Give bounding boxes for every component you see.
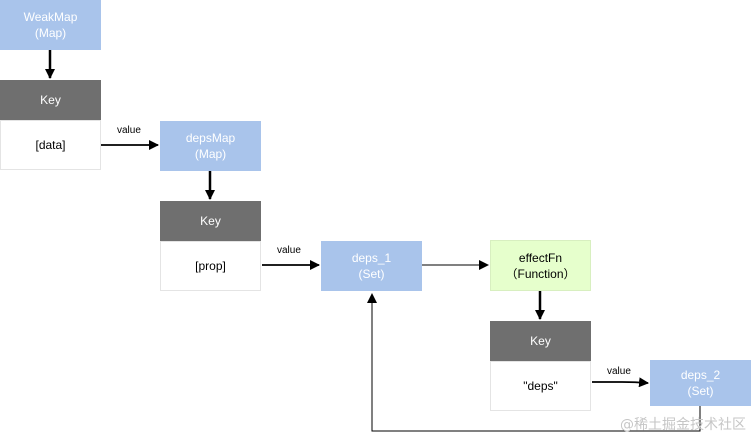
depsmap-prop-cell[interactable]: [prop] <box>160 241 261 291</box>
edge-deps2-deps1 <box>367 293 701 432</box>
depsmap-title: depsMap <box>185 131 236 145</box>
edge-label-value-2: value <box>277 245 301 256</box>
depsmap-subtitle: (Map) <box>194 147 227 161</box>
weakmap-node[interactable]: WeakMap (Map) <box>0 0 101 50</box>
depsmap-node[interactable]: depsMap (Map) <box>160 121 261 171</box>
edge-label-value-1: value <box>117 125 141 136</box>
deps2-node[interactable]: deps_2 (Set) <box>650 360 751 406</box>
weakmap-subtitle: (Map) <box>34 26 67 40</box>
weakmap-key-label: Key <box>40 93 61 107</box>
deps-cell-label: "deps" <box>523 379 558 393</box>
weakmap-key-data-cell[interactable]: [data] <box>0 120 101 170</box>
depsmap-key-label: Key <box>200 214 221 228</box>
deps1-title: deps_1 <box>351 251 392 265</box>
effectfn-title: effectFn <box>518 250 563 265</box>
depsmap-key-header[interactable]: Key <box>160 201 261 241</box>
deps2-subtitle: (Set) <box>687 384 714 398</box>
effectfn-subtitle: （Function） <box>505 266 576 281</box>
edge-deps-deps2 <box>592 377 649 388</box>
data-cell-label: [data] <box>35 138 66 152</box>
deps1-node[interactable]: deps_1 (Set) <box>321 241 422 291</box>
effectfn-deps-cell[interactable]: "deps" <box>490 361 591 411</box>
effectfn-key-label: Key <box>530 334 551 348</box>
edge-label-value-3: value <box>607 366 631 377</box>
deps2-title: deps_2 <box>680 368 721 382</box>
prop-cell-label: [prop] <box>195 259 226 273</box>
watermark-text: @稀土掘金技术社区 <box>620 417 746 433</box>
effectfn-node[interactable]: effectFn （Function） <box>490 240 591 291</box>
effectfn-key-header[interactable]: Key <box>490 321 591 361</box>
deps1-subtitle: (Set) <box>358 267 385 281</box>
weakmap-title: WeakMap <box>23 10 78 24</box>
weakmap-key-header[interactable]: Key <box>0 80 101 120</box>
